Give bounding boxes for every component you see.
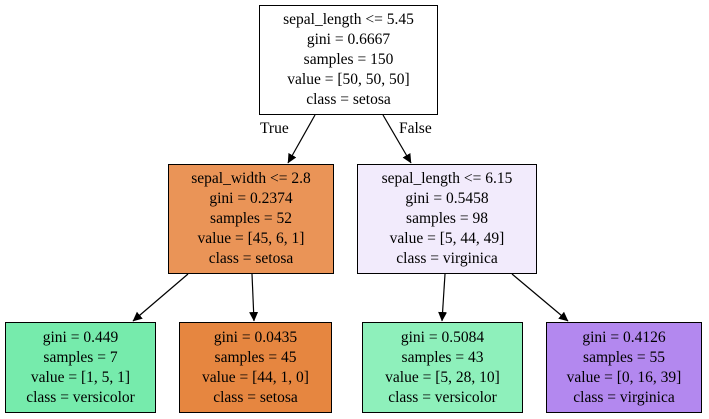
node-gini: gini = 0.2374: [209, 190, 293, 207]
node-value: value = [0, 16, 39]: [566, 368, 682, 386]
edge-root-to-right: [382, 114, 412, 164]
node-class: class = setosa: [208, 250, 294, 267]
node-samples: samples = 52: [210, 210, 292, 227]
node-class: class = virginica: [573, 388, 675, 406]
node-gini: gini = 0.5458: [405, 190, 489, 207]
tree-leaf-1: gini = 0.449 samples = 7 value = [1, 5, …: [5, 322, 156, 413]
node-class: class = virginica: [396, 250, 498, 267]
tree-leaf-2: gini = 0.0435 samples = 45 value = [44, …: [179, 322, 332, 413]
node-samples: samples = 45: [214, 348, 297, 366]
node-samples: samples = 55: [583, 348, 665, 366]
edge-left-to-leaf-2: [249, 273, 259, 322]
node-samples: samples = 98: [406, 210, 488, 227]
node-class: class = versicolor: [26, 388, 135, 406]
node-value: value = [45, 6, 1]: [197, 230, 305, 247]
node-class: class = versicolor: [388, 388, 497, 406]
node-gini: gini = 0.5084: [400, 328, 485, 346]
tree-leaf-4: gini = 0.4126 samples = 55 value = [0, 1…: [546, 322, 702, 413]
tree-node-root: sepal_length <= 5.45 gini = 0.6667 sampl…: [259, 5, 438, 115]
edge-right-to-leaf-4: [511, 273, 569, 322]
node-class: class = setosa: [213, 388, 298, 406]
node-value: value = [44, 1, 0]: [202, 368, 309, 386]
node-gini: gini = 0.6667: [306, 31, 391, 48]
tree-node-right: sepal_length <= 6.15 gini = 0.5458 sampl…: [357, 164, 537, 274]
node-samples: samples = 7: [43, 348, 118, 366]
node-samples: samples = 150: [303, 51, 394, 68]
node-gini: gini = 0.0435: [213, 328, 298, 346]
node-samples: samples = 43: [401, 348, 484, 366]
node-split-condition: sepal_length <= 5.45: [283, 11, 414, 28]
node-value: value = [5, 28, 10]: [385, 368, 500, 386]
edge-label-false: False: [399, 120, 432, 137]
node-value: value = [1, 5, 1]: [30, 368, 131, 386]
tree-node-left: sepal_width <= 2.8 gini = 0.2374 samples…: [168, 164, 334, 274]
node-gini: gini = 0.4126: [582, 328, 666, 346]
node-split-condition: sepal_width <= 2.8: [191, 170, 311, 187]
edge-right-to-leaf-3: [438, 273, 448, 322]
node-split-condition: sepal_length <= 6.15: [381, 170, 513, 187]
node-gini: gini = 0.449: [42, 328, 119, 346]
edge-left-to-leaf-1: [132, 273, 189, 322]
edge-root-to-left: [287, 114, 316, 164]
tree-leaf-3: gini = 0.5084 samples = 43 value = [5, 2…: [362, 322, 523, 413]
edge-label-true: True: [260, 120, 289, 137]
node-class: class = setosa: [306, 91, 391, 108]
node-value: value = [5, 44, 49]: [389, 230, 505, 247]
node-value: value = [50, 50, 50]: [287, 71, 410, 88]
